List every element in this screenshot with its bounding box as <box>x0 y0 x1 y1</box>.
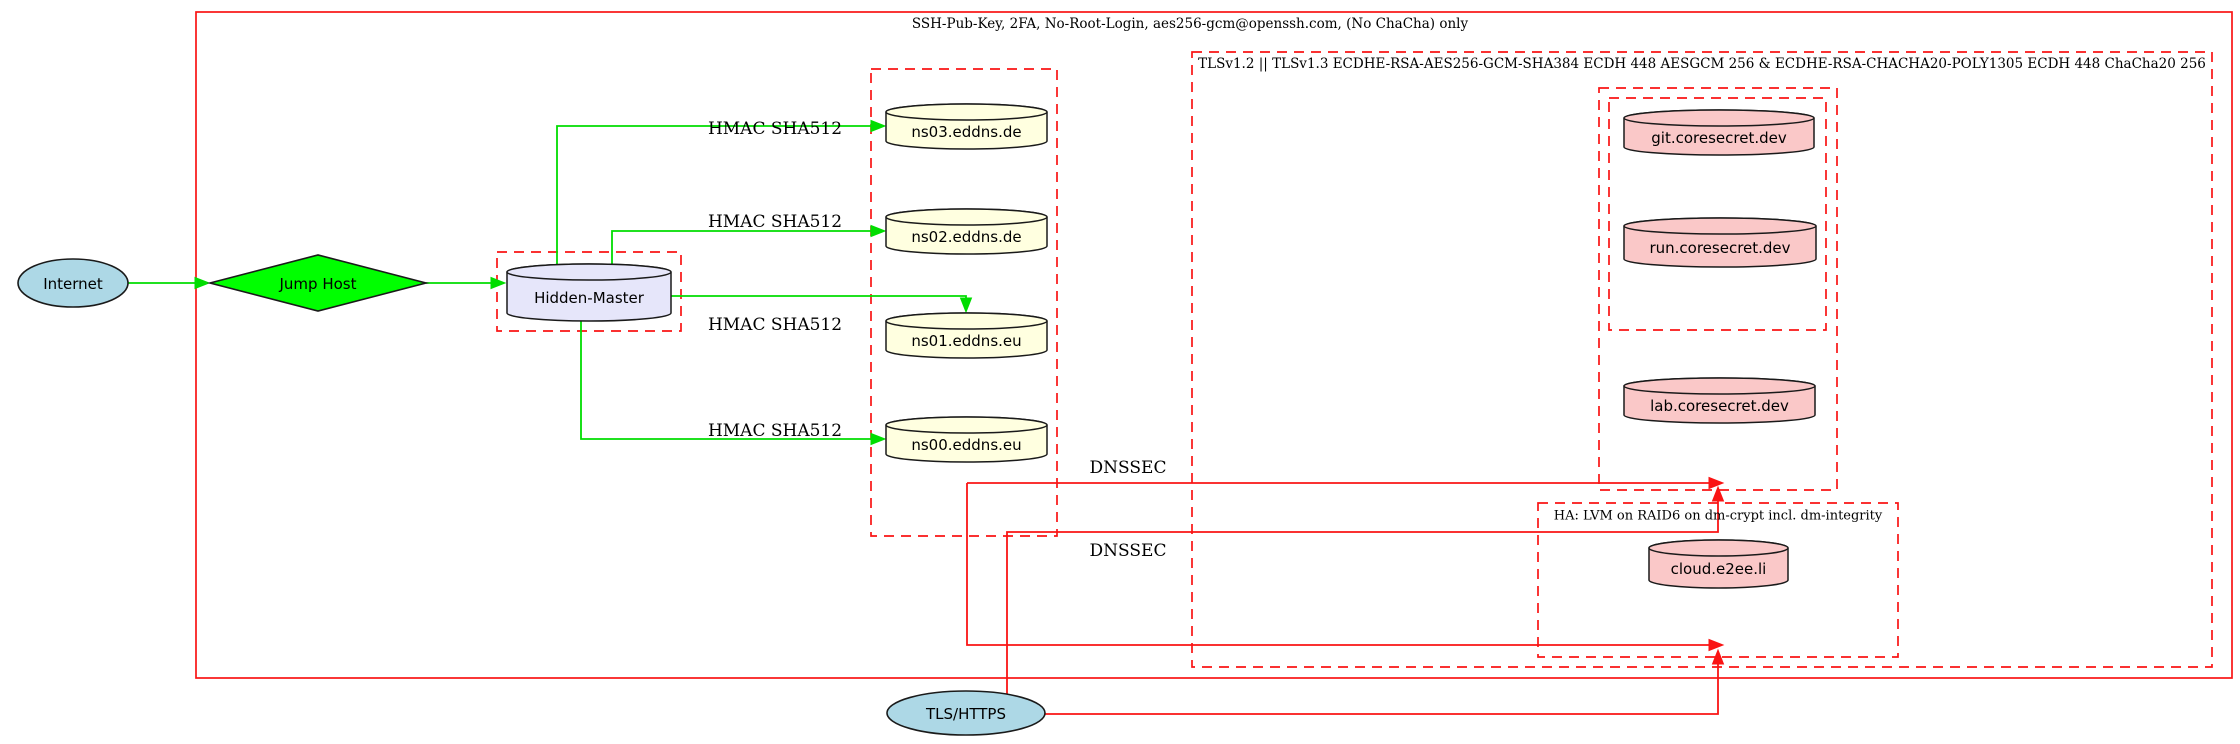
edge-hm-ns01-arrowhead-icon <box>959 297 973 314</box>
edge-label-hmac-1: HMAC SHA512 <box>707 119 843 139</box>
edge-label-hmac-3: HMAC SHA512 <box>707 315 843 335</box>
node-label-ns00: ns00.eddns.eu <box>911 435 1022 454</box>
edge-hm-ns03 <box>556 125 871 264</box>
node-ns01 <box>885 312 1048 359</box>
cluster-box-dns <box>870 68 1058 537</box>
cluster-box-coresecret-inner <box>1608 97 1827 331</box>
node-label-ns01: ns01.eddns.eu <box>911 331 1022 350</box>
edge-hm-ns02-arrowhead-icon <box>870 224 887 238</box>
cluster-box-tls <box>1191 51 2213 668</box>
node-ns02 <box>885 208 1048 255</box>
node-run <box>1623 217 1817 268</box>
node-internet <box>17 258 129 308</box>
node-lab <box>1623 377 1816 424</box>
node-ns03 <box>885 103 1048 150</box>
edge-dnssec-lower <box>966 483 1709 646</box>
edge-tls-ha-arrowhead-icon <box>1711 648 1725 665</box>
node-tls-https <box>886 690 1046 736</box>
edge-hm-ns00-arrowhead-icon <box>870 432 887 446</box>
cluster-label-ssh: SSH-Pub-Key, 2FA, No-Root-Login, aes256-… <box>911 16 1469 32</box>
node-label-tls-https: TLS/HTTPS <box>925 705 1007 723</box>
cluster-label-tls: TLSv1.2 || TLSv1.3 ECDHE-RSA-AES256-GCM-… <box>1198 56 2206 72</box>
node-label-internet: Internet <box>43 275 103 293</box>
edge-label-dnssec-1: DNSSEC <box>1089 458 1167 478</box>
edge-hm-ns03-arrowhead-icon <box>870 119 887 133</box>
edge-internet-jumphost-arrowhead-icon <box>194 276 211 290</box>
node-label-cloud: cloud.e2ee.li <box>1670 560 1767 578</box>
cluster-box-hidden-master-box <box>496 251 682 332</box>
edge-dnssec-lower-arrowhead-icon <box>1708 638 1725 652</box>
edge-hm-ns01 <box>671 295 967 299</box>
edge-jumphost-hm-arrowhead-icon <box>490 276 507 290</box>
edge-hm-ns02 <box>611 230 871 264</box>
edge-label-hmac-2: HMAC SHA512 <box>707 212 843 232</box>
node-label-git: git.coresecret.dev <box>1651 128 1787 147</box>
edge-tls-coresecret <box>1006 501 1719 700</box>
edge-dnssec-upper-arrowhead-icon <box>1708 476 1725 490</box>
edge-tls-coresecret-arrowhead-icon <box>1711 485 1725 502</box>
node-ns00 <box>885 416 1048 463</box>
edge-label-dnssec-2: DNSSEC <box>1089 541 1167 561</box>
edge-tls-ha <box>1044 664 1719 715</box>
node-label-run: run.coresecret.dev <box>1649 238 1791 257</box>
node-label-ns03: ns03.eddns.de <box>911 122 1022 141</box>
node-git <box>1623 109 1815 156</box>
node-jump-host <box>206 254 430 312</box>
cluster-label-ha: HA: LVM on RAID6 on dm-crypt incl. dm-in… <box>1553 508 1883 524</box>
node-label-ns02: ns02.eddns.de <box>911 227 1022 246</box>
cluster-box-coresecret-outer <box>1598 87 1838 491</box>
edge-hm-ns00 <box>580 321 871 440</box>
node-label-hidden-master: Hidden-Master <box>534 288 644 307</box>
node-label-jump-host: Jump Host <box>279 275 357 293</box>
node-label-lab: lab.coresecret.dev <box>1650 396 1789 415</box>
node-hidden-master <box>506 263 672 322</box>
node-cloud <box>1648 539 1789 589</box>
edge-label-hmac-4: HMAC SHA512 <box>707 421 843 441</box>
cluster-box-ssh <box>195 11 2233 679</box>
